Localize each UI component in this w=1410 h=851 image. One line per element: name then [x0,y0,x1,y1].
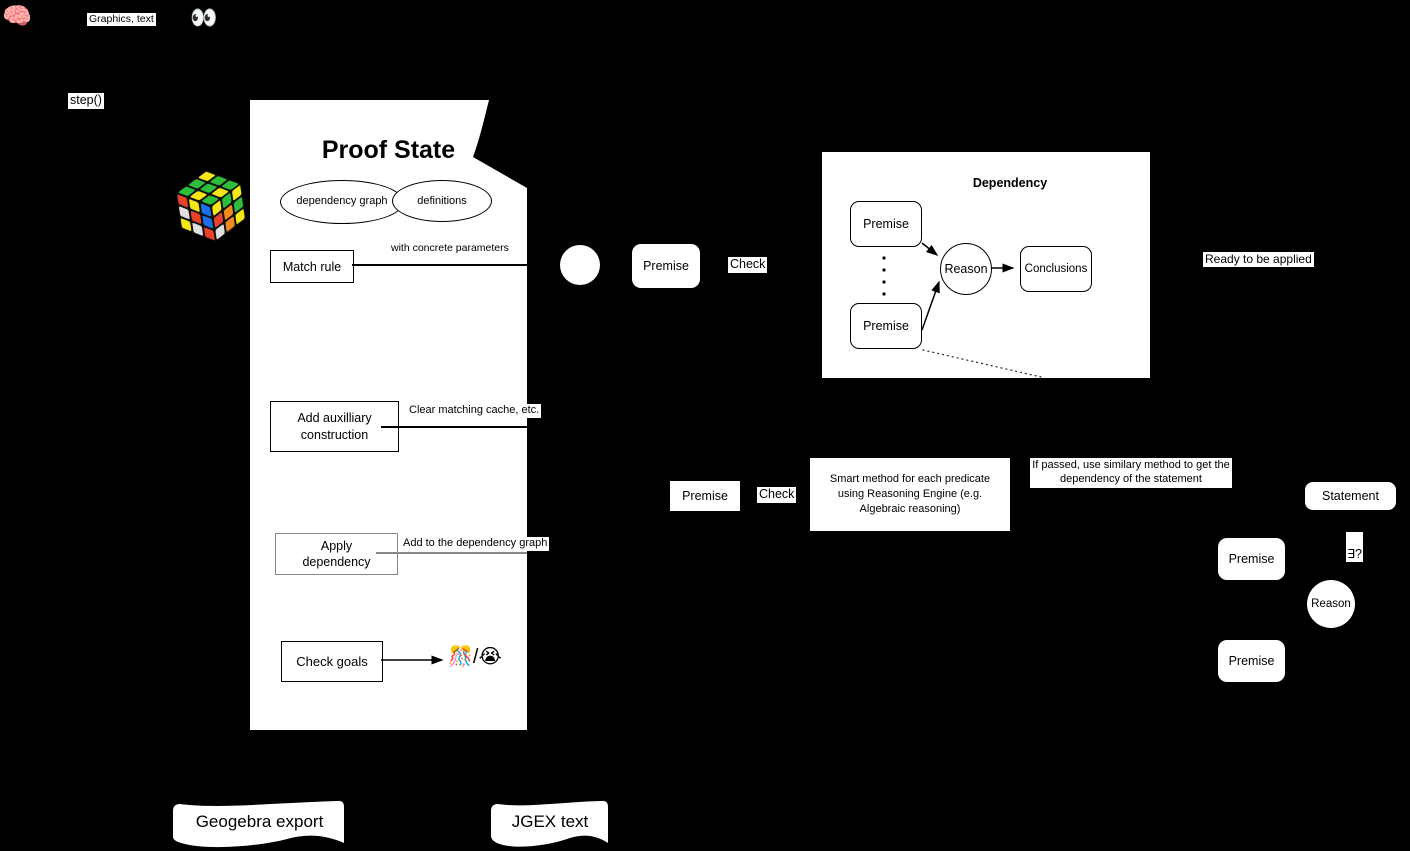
match-rule-connector [352,264,527,266]
exists-label: ∃? [1346,532,1363,562]
ready-to-apply-label: Ready to be applied [1203,252,1314,267]
jgex-text-doc[interactable]: JGEX text [491,799,609,851]
document-shape [491,800,608,847]
brain-emoji[interactable]: 🧠 [2,3,32,30]
stmt-reason-circle[interactable]: Reason [1307,580,1355,628]
dep-premise-top[interactable]: Premise [850,201,922,247]
proof-state-panel[interactable]: Proof State dependency graph definitions… [250,100,550,730]
dep-conclusions-box[interactable]: Conclusions [1020,246,1092,292]
premise-node-mid[interactable]: Premise [632,244,700,288]
apply-dependency-box[interactable]: Apply dependency [275,533,398,575]
apply-dependency-connector [376,552,527,554]
eyes-emoji[interactable]: 👀 [190,5,218,30]
step-label: step() [68,93,104,109]
if-passed-label: If passed, use similary method to get th… [1030,458,1232,488]
dependency-graph-ellipse[interactable]: dependency graph [280,180,404,224]
dep-reason-circle[interactable]: Reason [940,243,992,295]
check-goals-result-emojis: 🎊/😭 [448,646,502,668]
definitions-ellipse[interactable]: definitions [392,180,492,222]
apply-dependency-annotation: Add to the dependency graph [401,537,550,551]
dependency-panel[interactable]: Dependency Premise Premise Reason Conclu… [822,152,1150,378]
statement-box[interactable]: Statement [1305,482,1396,510]
stmt-premise-top[interactable]: Premise [1218,538,1285,580]
stmt-premise-bottom[interactable]: Premise [1218,640,1285,682]
document-label: JGEX text [511,812,589,831]
geogebra-export-doc[interactable]: Geogebra export [173,799,346,851]
document-shape [173,800,344,848]
check-label-lower: Check [757,487,797,503]
proof-state-title: Proof State [321,136,456,164]
document-label: Geogebra export [195,812,324,831]
premise-node-check[interactable]: Premise [670,481,740,511]
match-rule-box[interactable]: Match rule [270,250,354,283]
smart-method-box[interactable]: Smart method for each predicate using Re… [810,458,1010,531]
add-auxiliary-annotation: Clear matching cache, etc. [407,404,542,418]
rubiks-cube-graphic [176,170,246,242]
match-rule-annotation: with concrete parameters [389,242,511,256]
rubiks-cube[interactable] [165,159,258,254]
add-auxiliary-box[interactable]: Add auxilliary construction [270,401,399,452]
dep-premise-bottom[interactable]: Premise [850,303,922,349]
add-auxiliary-connector [381,426,527,428]
check-label-mid: Check [728,257,768,273]
check-goals-box[interactable]: Check goals [281,641,383,682]
graphics-text-label: Graphics, text [87,13,156,27]
state-circle[interactable] [560,245,600,285]
dependency-title: Dependency [972,176,1048,190]
